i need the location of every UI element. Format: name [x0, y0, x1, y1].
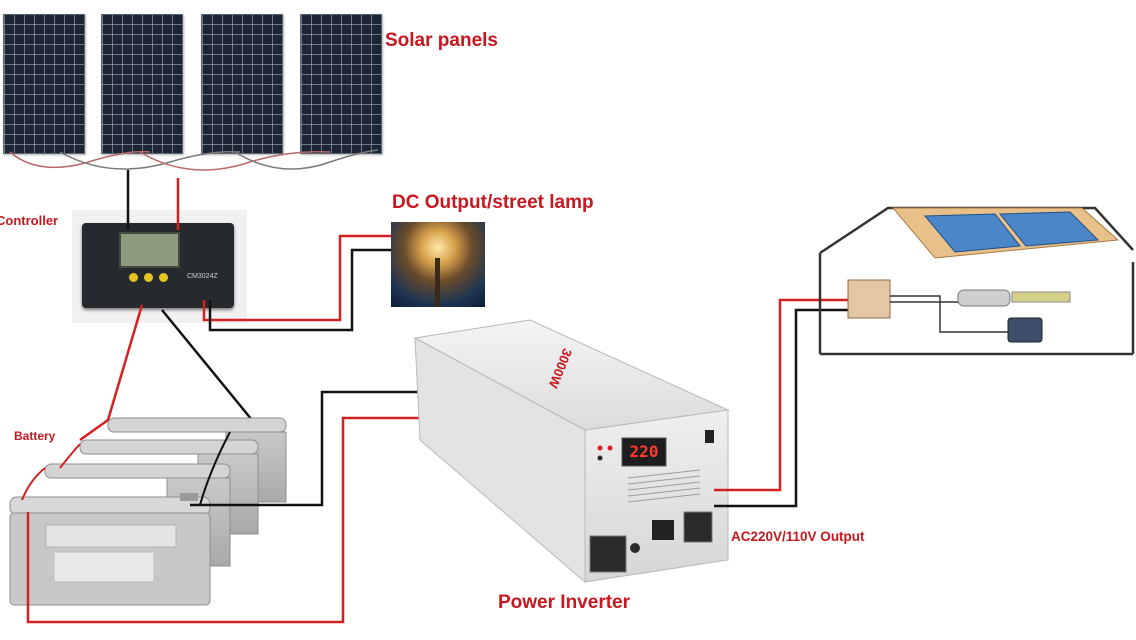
ac-wire-black	[714, 308, 853, 508]
solar-panel	[300, 14, 382, 154]
controller-buttons	[129, 269, 179, 283]
panel-wires	[9, 149, 379, 171]
battery-bank	[9, 417, 287, 606]
inverter-wire-black	[190, 390, 440, 507]
lamp-wire-black	[208, 248, 391, 332]
street-lamp-photo	[391, 222, 485, 307]
solar-panel	[101, 14, 183, 154]
label-power-inverter: Power Inverter	[498, 592, 630, 613]
ac-wire-red	[714, 298, 853, 492]
power-inverter	[413, 319, 730, 584]
label-battery: Battery	[14, 429, 56, 443]
house	[818, 206, 1135, 356]
controller-lcd-screen	[119, 232, 180, 268]
inverter-wire-red	[26, 416, 430, 624]
charge-controller: CM3024Z	[72, 210, 247, 323]
controller-body: CM3024Z	[82, 223, 234, 308]
battery-wire-red	[79, 304, 144, 442]
label-dc-output: DC Output/street lamp	[392, 192, 594, 213]
solar-panel	[201, 14, 283, 154]
lamp-wire-red	[202, 234, 391, 322]
label-controller: Controller	[0, 213, 59, 228]
inverter-display-readout: 220	[629, 442, 659, 461]
controller-model-label: CM3024Z	[187, 273, 218, 280]
solar-panel	[3, 14, 85, 154]
label-solar-panels: Solar panels	[385, 30, 498, 51]
label-ac-output: AC220V/110V Output	[731, 529, 865, 544]
